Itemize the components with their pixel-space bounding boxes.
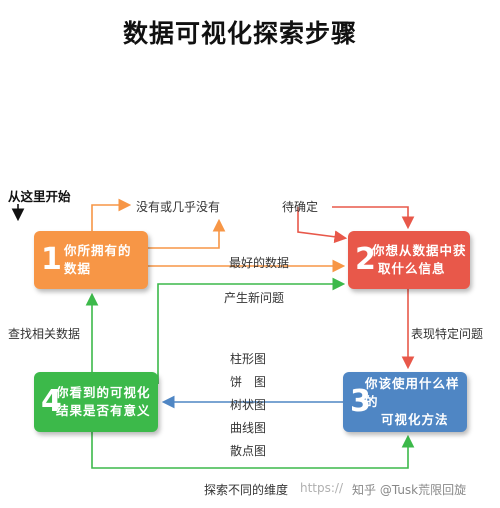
edge-label-different-dims: 探索不同的维度 [204, 483, 289, 497]
arrow-none-right [148, 218, 226, 249]
page-title: 数据可视化探索步骤 [122, 19, 357, 48]
step-2-line1: 你想从数据中获 [372, 243, 467, 258]
edge-label-best-data: 最好的数据 [229, 256, 290, 270]
chart-type-tree: 树状图 [230, 398, 267, 412]
chart-type-pie: 饼 图 [230, 375, 267, 389]
step-3-box: 3 你该使用什么样的 可视化方法 [343, 372, 467, 432]
chart-type-scatter: 散点图 [230, 444, 267, 458]
arrow-new-question [157, 277, 346, 384]
step-4-line1: 你看到的可视化 [56, 385, 151, 400]
step-2-box: 2 你想从数据中获 取什么信息 [348, 231, 470, 289]
edge-label-find-related: 查找相关数据 [8, 327, 81, 341]
edge-label-none: 没有或几乎没有 [136, 200, 221, 214]
step-3-line1: 你该使用什么样的 [365, 376, 460, 409]
step-3-line2: 可视化方法 [381, 412, 449, 427]
edge-label-new-question: 产生新问题 [224, 291, 285, 305]
step-4-line2: 结果是否有意义 [56, 403, 151, 418]
arrow-none-up [91, 198, 132, 231]
watermark-author: 知乎 @Tusk荒限回旋 [352, 483, 467, 497]
edge-label-tbd: 待确定 [282, 200, 319, 214]
step-2-number: 2 [355, 242, 376, 277]
start-label: 从这里开始 [8, 189, 71, 204]
arrow-tbd-in [332, 206, 415, 230]
arrow-different-dims [91, 432, 415, 469]
step-1-line2: 数据 [64, 261, 92, 276]
arrow-tbd-loop [297, 207, 348, 244]
chart-type-line: 曲线图 [230, 421, 267, 435]
chart-type-bar: 柱形图 [230, 352, 267, 366]
edge-label-specific-question: 表现特定问题 [411, 327, 484, 341]
step-1-box: 1 你所拥有的 数据 [34, 231, 148, 289]
step-4-box: 4 你看到的可视化 结果是否有意义 [34, 372, 158, 432]
step-1-number: 1 [41, 242, 62, 277]
watermark-url: https:// [300, 481, 344, 495]
step-1-line1: 你所拥有的 [64, 243, 132, 258]
step-2-line2: 取什么信息 [378, 261, 446, 276]
step-3-number: 3 [350, 384, 371, 419]
step-4-number: 4 [41, 384, 62, 419]
